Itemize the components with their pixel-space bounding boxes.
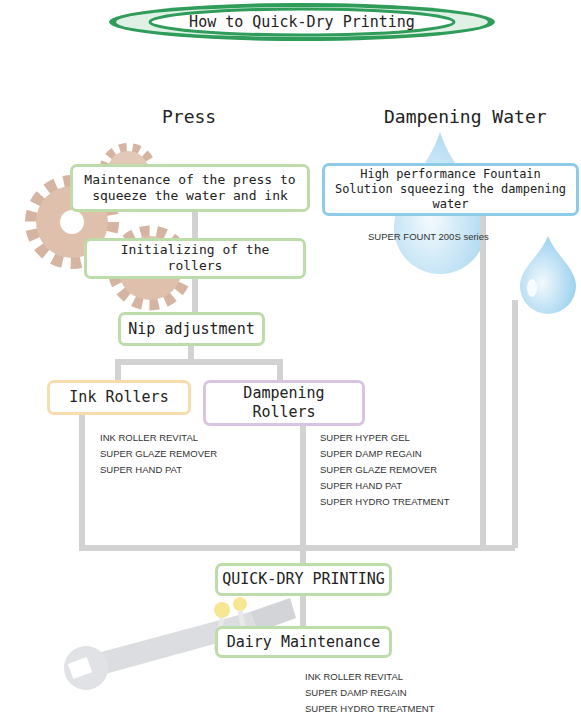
decor-line <box>512 300 518 548</box>
box-text: Dairy Maintenance <box>227 633 381 652</box>
product-label: SUPER GLAZE REMOVER <box>320 464 437 475</box>
connector-line <box>192 279 198 313</box>
product-label: SUPER HYDRO TREATMENT <box>305 703 435 714</box>
product-label: SUPER HYDRO TREATMENT <box>320 496 450 507</box>
product-label: SUPER HAND PAT <box>100 464 182 475</box>
figure-head <box>233 597 247 611</box>
process-box: High performance Fountain Solution squee… <box>322 163 579 216</box>
connector-line <box>300 426 306 564</box>
box-text: Ink Rollers <box>69 388 168 407</box>
title-text: How to Quick-Dry Printing <box>150 12 454 32</box>
wrench-jaw <box>68 657 92 679</box>
connector-line <box>82 415 303 563</box>
product-label: SUPER GLAZE REMOVER <box>100 448 217 459</box>
figure-head <box>214 602 230 618</box>
box-text: Nip adjustment <box>128 320 254 339</box>
decor-line <box>483 545 515 551</box>
connector-line <box>191 346 280 380</box>
connector-line <box>192 212 198 238</box>
title-ellipse-inner <box>150 9 454 35</box>
box-text: Dampening Rollers <box>209 384 359 422</box>
title-ellipse-band <box>116 7 488 37</box>
title-ellipse-outer <box>109 3 495 41</box>
gear-hole <box>60 210 84 234</box>
connector-line <box>118 346 191 380</box>
box-text: High performance Fountain Solution squee… <box>328 167 573 212</box>
box-text: Initializing of the rollers <box>90 242 300 275</box>
box-text: Maintenance of the press to squeeze the … <box>76 172 304 205</box>
product-label: SUPER FOUNT 200S series <box>368 231 489 242</box>
process-box: Ink Rollers <box>47 380 191 415</box>
wrench-head <box>64 646 108 690</box>
product-label: SUPER DAMP REGAIN <box>305 687 407 698</box>
product-label: INK ROLLER REVITAL <box>305 671 403 682</box>
column-heading: Press <box>162 106 216 127</box>
connector-line <box>300 596 306 626</box>
process-box: Maintenance of the press to squeeze the … <box>70 164 310 212</box>
column-heading: Dampening Water <box>384 106 547 127</box>
drop-highlight <box>527 279 537 297</box>
water-drop <box>520 236 576 314</box>
process-box: Dairy Maintenance <box>215 626 392 658</box>
process-box: Dampening Rollers <box>203 380 365 426</box>
product-label: SUPER DAMP REGAIN <box>320 448 422 459</box>
process-box: Initializing of the rollers <box>84 238 306 279</box>
product-label: SUPER HAND PAT <box>320 480 402 491</box>
product-label: INK ROLLER REVITAL <box>100 432 198 443</box>
box-text: QUICK-DRY PRINTING <box>222 570 385 589</box>
process-box: Nip adjustment <box>118 312 265 346</box>
process-box: QUICK-DRY PRINTING <box>215 563 392 596</box>
product-label: SUPER HYPER GEL <box>320 432 410 443</box>
